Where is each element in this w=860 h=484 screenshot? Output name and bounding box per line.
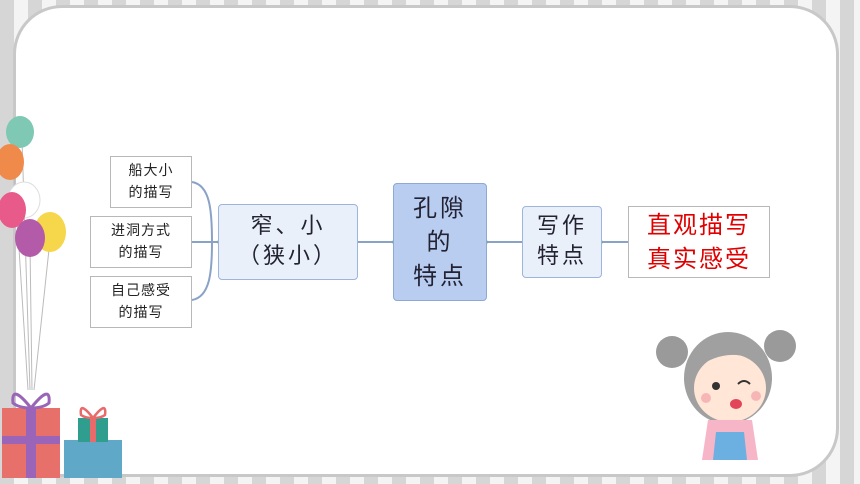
node-label: 孔隙 的 特点 bbox=[413, 194, 467, 290]
gift-box-icon bbox=[64, 407, 122, 478]
connector-line bbox=[191, 181, 213, 243]
balloon-icon bbox=[0, 116, 66, 391]
leaf-node-entry-method[interactable]: 进洞方式 的描写 bbox=[90, 216, 192, 268]
node-label: 直观描写 真实感受 bbox=[647, 211, 751, 273]
center-node[interactable]: 孔隙 的 特点 bbox=[393, 183, 487, 301]
node-label: 窄、小 （狭小） bbox=[237, 214, 338, 269]
leaf-node-own-feeling[interactable]: 自己感受 的描写 bbox=[90, 276, 192, 328]
node-writing-features[interactable]: 写作 特点 bbox=[522, 206, 602, 278]
girl-mascot-icon bbox=[656, 330, 796, 460]
node-label: 进洞方式 的描写 bbox=[111, 223, 171, 261]
gift-box-icon bbox=[2, 392, 60, 478]
node-label: 船大小 的描写 bbox=[128, 163, 174, 201]
leaf-node-boat-size[interactable]: 船大小 的描写 bbox=[110, 156, 192, 208]
node-label: 自己感受 的描写 bbox=[111, 283, 171, 321]
node-narrow[interactable]: 窄、小 （狭小） bbox=[218, 204, 358, 280]
connector-line bbox=[191, 241, 213, 301]
node-label: 写作 特点 bbox=[536, 214, 587, 269]
node-result[interactable]: 直观描写 真实感受 bbox=[628, 206, 770, 278]
